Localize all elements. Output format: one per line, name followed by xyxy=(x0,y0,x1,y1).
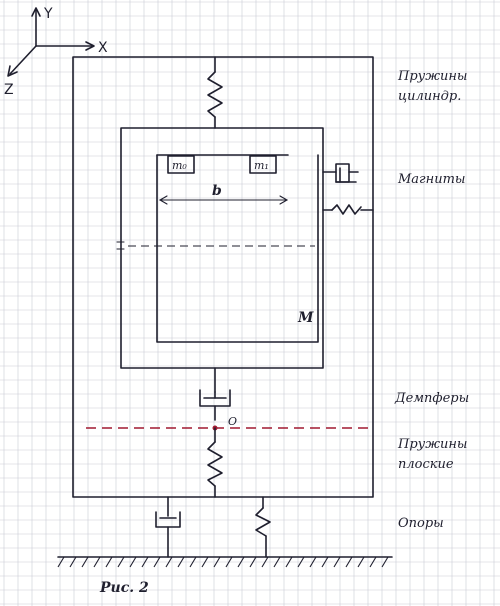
ground-hatch xyxy=(105,556,113,568)
ground-hatch xyxy=(165,556,173,568)
ground-hatch xyxy=(345,556,353,568)
support-damper xyxy=(155,496,181,558)
lower-spring xyxy=(207,427,223,498)
center-damper xyxy=(199,367,231,421)
ground-hatch xyxy=(321,556,329,568)
ground-hatch xyxy=(117,556,125,568)
support-spring xyxy=(255,496,271,558)
magnet xyxy=(322,163,359,183)
ground-hatch xyxy=(153,556,161,568)
ground-hatch xyxy=(237,556,245,568)
z-axis-label: Z xyxy=(4,82,14,98)
ground-hatch xyxy=(261,556,269,568)
ground-hatch xyxy=(213,556,221,568)
coordinate-axes: Y X Z xyxy=(4,6,108,98)
label-line: Пружины xyxy=(397,437,468,452)
ground-hatch xyxy=(225,556,233,568)
dimension-b: b xyxy=(158,183,289,205)
label-dampers: Демпферы xyxy=(394,391,469,406)
outer-frame xyxy=(72,56,374,498)
figure-caption: Рис. 2 xyxy=(99,580,149,596)
mass-m0-label: m₀ xyxy=(172,159,187,172)
ground-hatch xyxy=(369,556,377,568)
ground-hatch xyxy=(177,556,185,568)
inner-frame xyxy=(156,154,319,343)
ground-hatch xyxy=(309,556,317,568)
mass-big-label: M xyxy=(297,310,314,326)
label-line: Пружины xyxy=(397,69,468,84)
ground xyxy=(57,556,393,568)
side-spring xyxy=(322,204,374,215)
ground-hatch xyxy=(141,556,149,568)
top-spring xyxy=(207,56,223,129)
ground-hatch xyxy=(357,556,365,568)
middle-frame xyxy=(120,127,324,369)
label-line: плоские xyxy=(398,457,454,472)
mass-m1: m₁ xyxy=(249,155,277,174)
ground-hatch xyxy=(81,556,89,568)
x-axis-label: X xyxy=(98,40,108,56)
ground-hatch xyxy=(129,556,137,568)
ground-hatch xyxy=(249,556,257,568)
label-springs-flat: Пружины плоские xyxy=(397,437,468,472)
ground-hatch xyxy=(381,556,389,568)
label-magnets: Магниты xyxy=(397,172,465,187)
mass-m1-label: m₁ xyxy=(254,159,269,172)
label-springs-top: Пружины цилиндр. xyxy=(397,69,468,104)
ground-hatch xyxy=(69,556,77,568)
dimension-b-label: b xyxy=(212,183,222,199)
ground-hatch xyxy=(273,556,281,568)
ground-hatch xyxy=(297,556,305,568)
y-axis-label: Y xyxy=(43,6,53,22)
point-o-label: O xyxy=(228,415,237,428)
ground-hatch xyxy=(333,556,341,568)
ground-hatch xyxy=(93,556,101,568)
mass-m0: m₀ xyxy=(167,155,195,174)
label-supports: Опоры xyxy=(398,516,444,531)
label-line: цилиндр. xyxy=(398,89,461,104)
left-marker xyxy=(116,241,125,250)
ground-hatch xyxy=(201,556,209,568)
ground-hatch xyxy=(189,556,197,568)
ground-hatch xyxy=(285,556,293,568)
ground-hatch xyxy=(57,556,65,568)
